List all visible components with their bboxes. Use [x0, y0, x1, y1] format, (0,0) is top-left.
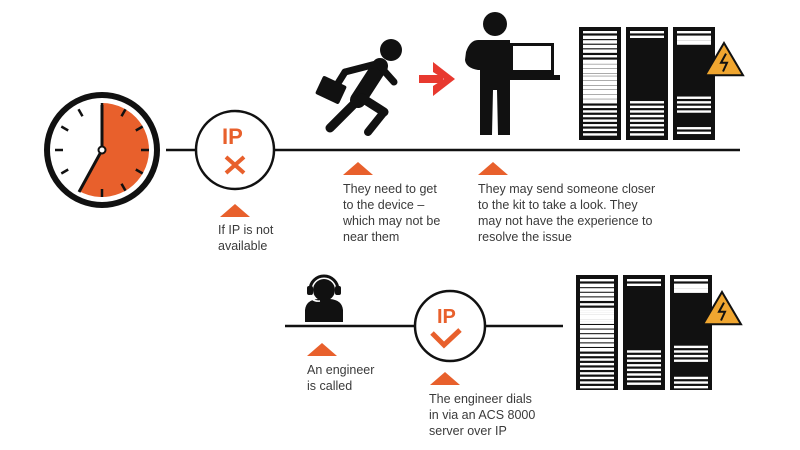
server-rack [673, 27, 715, 140]
server-racks-icon [579, 27, 715, 140]
caption-line: An engineer [307, 363, 375, 377]
caption-line: which may not be [343, 214, 441, 228]
caption-send-someone: They may send someone closer to the kit … [478, 181, 655, 245]
caption-line: They need to get [343, 182, 437, 196]
caption-line: in via an ACS 8000 [429, 408, 536, 422]
check-icon [430, 328, 462, 349]
caption-engineer-dials: The engineer dials in via an ACS 8000 se… [429, 391, 535, 439]
headset-engineer-icon [305, 274, 343, 322]
caption-line: They may send someone closer [478, 182, 656, 196]
warning-icon [701, 290, 743, 326]
caption-line: to the kit to take a look. They [478, 198, 638, 212]
ip-circle-bottom [413, 289, 487, 363]
caption-line: server over IP [429, 424, 507, 438]
ip-label-top: IP [222, 124, 243, 149]
caption-ip-unavailable: If IP is not available [218, 222, 273, 254]
caption-line: If IP is not [218, 223, 274, 237]
caption-line: near them [343, 230, 400, 244]
cross-icon [224, 155, 246, 175]
server-rack [670, 275, 712, 390]
pointer-triangles [220, 162, 508, 385]
arrow-right-icon [419, 62, 455, 96]
person-laptop-icon [465, 12, 560, 135]
caption-line: The engineer dials [429, 392, 532, 406]
caption-line: to the device – [343, 198, 425, 212]
caption-travel: They need to get to the device – which m… [343, 181, 440, 245]
caption-line: may not have the experience to [478, 214, 653, 228]
server-racks-icon [576, 275, 712, 390]
server-rack [626, 27, 668, 140]
running-man-icon [315, 39, 402, 136]
clock-icon [44, 92, 160, 208]
caption-engineer-called: An engineer is called [307, 362, 374, 394]
caption-line: resolve the issue [478, 230, 572, 244]
caption-line: is called [307, 379, 353, 393]
warning-icon [703, 41, 745, 77]
server-rack [623, 275, 665, 390]
ip-label-bottom: IP [437, 306, 456, 328]
caption-line: available [218, 239, 268, 253]
ip-circle-top [194, 109, 276, 191]
